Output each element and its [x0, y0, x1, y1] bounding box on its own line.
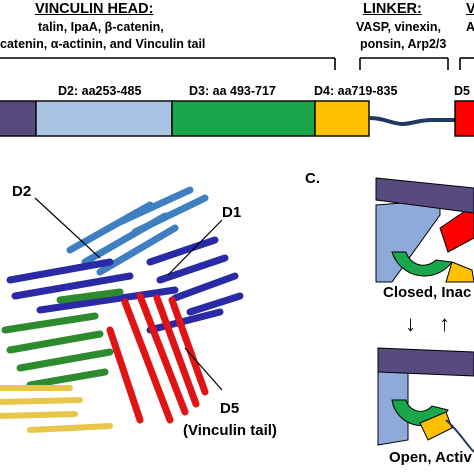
closed-d3-arc — [391, 251, 453, 277]
closed-d5-helix — [439, 204, 474, 253]
linker-binders-line1: VASP, vinexin, — [356, 20, 441, 34]
structure-d4-yellow — [0, 385, 113, 433]
linker-section-title: LINKER: — [363, 1, 422, 17]
protein-structure — [0, 186, 244, 433]
tail-bracket — [459, 57, 474, 70]
open-d4-block — [419, 411, 453, 441]
linker-segment — [368, 116, 455, 127]
domain-d4-label: D4: aa719-835 — [314, 84, 398, 98]
schematic-open — [377, 347, 474, 453]
panel-c-letter: C. — [305, 170, 320, 187]
schematic-closed — [375, 177, 474, 283]
open-linker-tail — [445, 419, 474, 453]
head-bracket — [0, 57, 336, 70]
linker-bracket — [359, 57, 449, 70]
open-state-label: Open, Activ — [389, 449, 472, 466]
head-binders-line1: talin, IpaA, β-catenin, — [38, 20, 164, 34]
structure-d5-red — [106, 292, 209, 424]
structure-d3-green — [1, 288, 124, 389]
closed-d1-bar — [375, 177, 474, 214]
domain-d3 — [171, 100, 316, 137]
open-d1-bar — [377, 347, 474, 377]
label-leaders — [34, 197, 223, 391]
domain-d3-label: D3: aa 493-717 — [189, 84, 276, 98]
tail-section-title-fragment: V — [466, 1, 474, 17]
domain-d5-label: D5 — [454, 84, 470, 98]
structure-d5-note: (Vinculin tail) — [183, 422, 277, 439]
structure-d2-label: D2 — [12, 183, 32, 200]
structure-d5-label: D5 — [220, 400, 240, 417]
linker-binders-line2: ponsin, Arp2/3 — [360, 37, 447, 51]
closed-state-label: Closed, Inac — [383, 284, 472, 301]
domain-d5 — [454, 100, 474, 137]
tail-binders-fragment: A — [466, 20, 474, 34]
structure-d1-label: D1 — [222, 204, 242, 221]
arrow-up-icon: ↑ — [439, 311, 450, 336]
closed-d4-arc — [445, 261, 474, 283]
head-section-title: VINCULIN HEAD: — [35, 1, 154, 17]
domain-d1 — [0, 100, 37, 137]
structure-d2-blue — [66, 186, 209, 276]
head-binders-line2: catenin, α-actinin, and Vinculin tail — [0, 37, 206, 51]
domain-d2 — [35, 100, 173, 137]
domain-bar — [0, 100, 474, 137]
structure-d1-navy — [6, 236, 244, 334]
domain-d2-label: D2: aa253-485 — [58, 84, 142, 98]
domain-d4 — [314, 100, 370, 137]
arrow-down-icon: ↓ — [405, 311, 416, 336]
